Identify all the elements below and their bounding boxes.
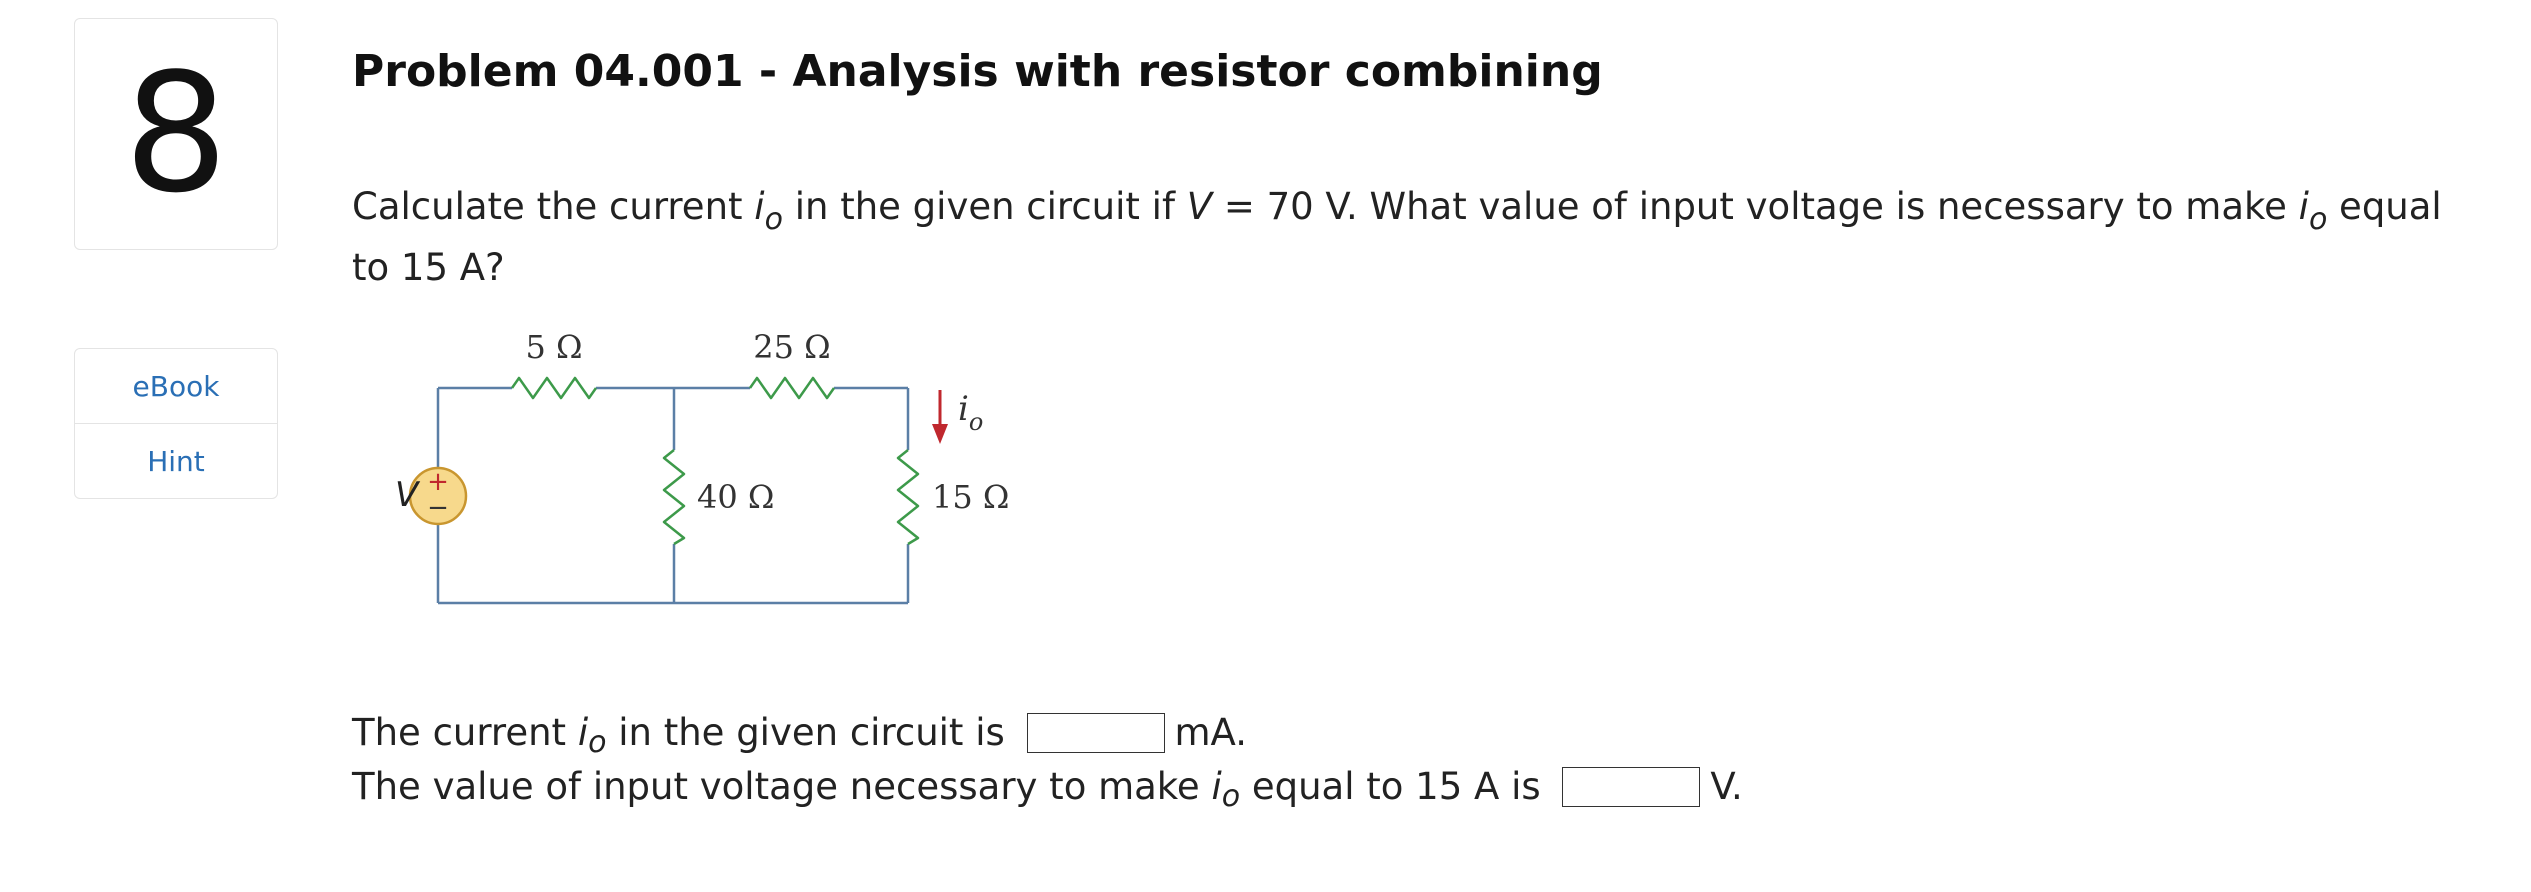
voltage-answer-input[interactable] [1562,767,1701,807]
voltage-unit: V. [1710,765,1743,808]
current-label: io [958,389,983,436]
question-number-box: 8 [74,18,278,250]
symbol-v: V [1186,185,1213,228]
symbol-o: o [2308,202,2328,237]
question-number: 8 [123,38,229,229]
problem-statement: Calculate the current io in the given ci… [352,185,2442,289]
tools-panel: eBook Hint [74,348,278,499]
current-arrow-icon [932,390,948,444]
resistor-25-ohm-icon [748,376,836,400]
answer-line-voltage: The value of input voltage necessary to … [352,760,1743,814]
source-label: V [395,475,421,515]
resistor-15-label: 15 Ω [932,478,1009,516]
hint-button[interactable]: Hint [75,423,277,498]
circuit-wires [436,386,910,605]
symbol-o: o [764,202,783,237]
problem-title: Problem 04.001 - Analysis with resistor … [352,46,1603,97]
resistor-5-label: 5 Ω [525,328,582,366]
resistor-5-ohm-icon [510,376,598,400]
current-unit: mA. [1174,711,1247,754]
svg-text:−: − [427,493,449,523]
current-answer-input[interactable] [1026,713,1165,753]
resistor-40-ohm-icon [662,449,686,546]
resistor-15-ohm-icon [896,449,920,546]
resistor-40-label: 40 Ω [697,478,774,516]
resistor-zigzags [510,376,920,546]
resistor-25-label: 25 Ω [753,328,830,366]
voltage-source-icon: + − [408,466,468,526]
ebook-button[interactable]: eBook [132,369,220,403]
svg-text:+: + [427,467,449,497]
circuit-diagram: + − V 5 Ω 25 Ω 40 Ω 15 Ω io [395,328,1009,605]
symbol-i: i [754,185,765,228]
symbol-i: i [2298,185,2309,228]
